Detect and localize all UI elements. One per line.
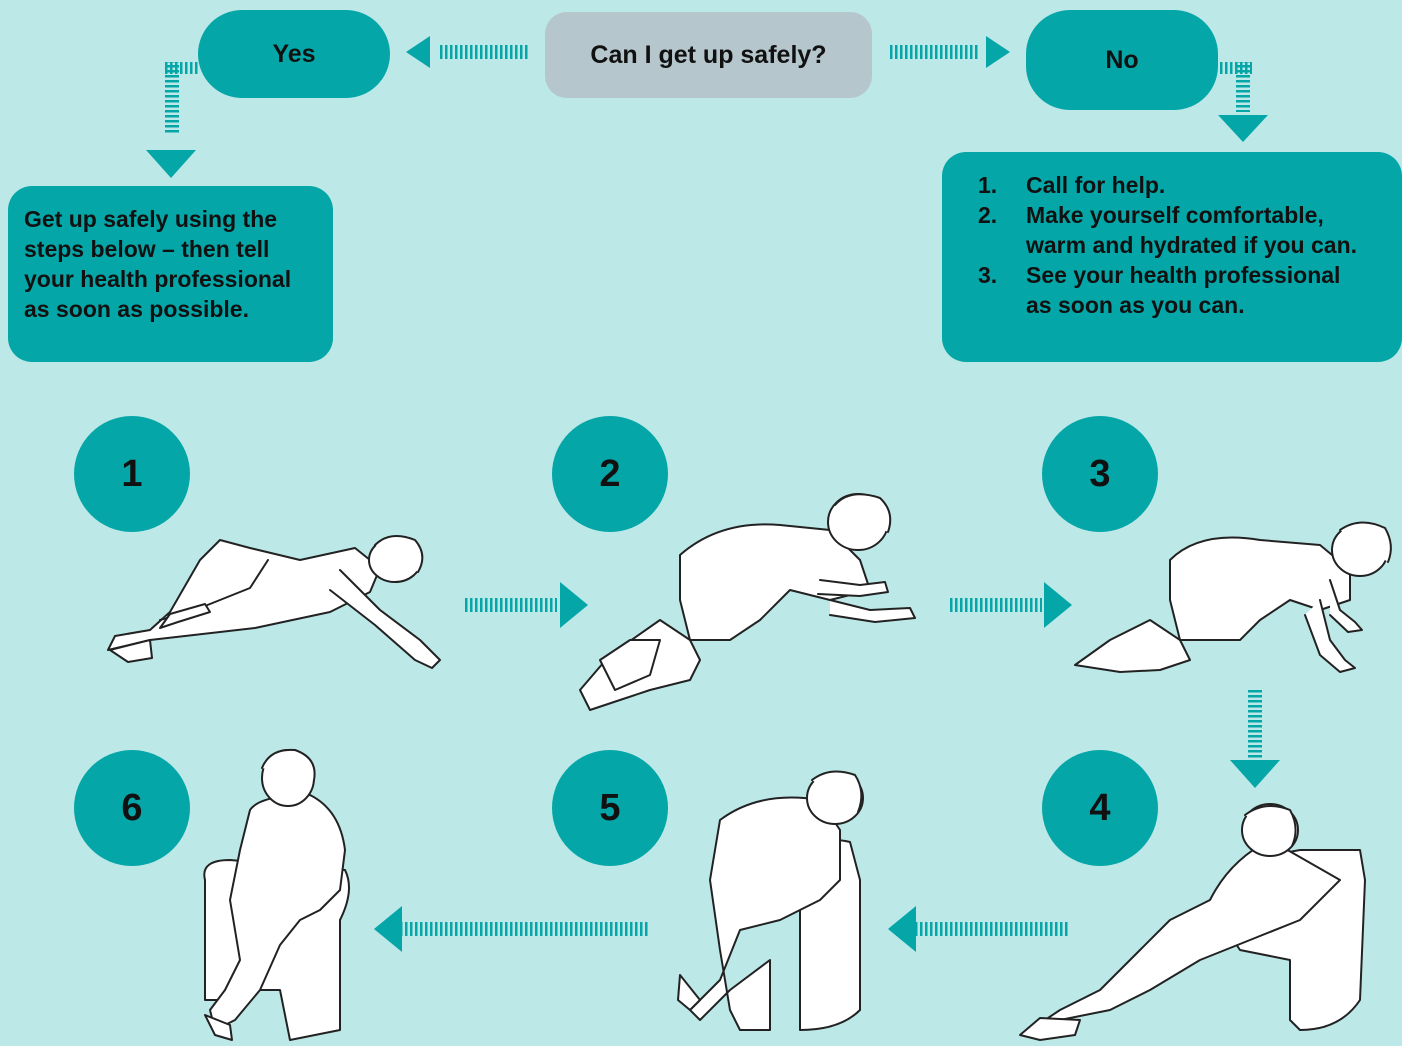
no-item-1-num: 1. [978, 170, 1026, 200]
no-item-3-num: 3. [978, 260, 1026, 320]
yes-label: Yes [272, 40, 315, 69]
step-2-number: 2 [599, 453, 620, 496]
no-item-3-line-2: as soon as you can. [1026, 290, 1340, 320]
arrow-yes-down [146, 62, 199, 178]
step-2-circle: 2 [552, 416, 668, 532]
yes-instructions-panel: Get up safely using the steps below – th… [8, 186, 333, 362]
step-5-number: 5 [599, 787, 620, 830]
yes-line-2: steps below – then tell [24, 234, 317, 264]
step-1-number: 1 [121, 453, 142, 496]
figure-hands-and-knees [1075, 522, 1391, 672]
arrow-step4-to-5 [888, 906, 1070, 952]
step-4-number: 4 [1089, 787, 1110, 830]
yes-line-1: Get up safely using the [24, 204, 317, 234]
no-instructions-panel: 1. Call for help. 2. Make yourself comfo… [942, 152, 1402, 362]
no-item-1-line-1: Call for help. [1026, 172, 1165, 198]
step-1-circle: 1 [74, 416, 190, 532]
no-item-1: 1. Call for help. [978, 170, 1402, 200]
no-item-2-line-1: Make yourself comfortable, [1026, 200, 1357, 230]
question-text: Can I get up safely? [590, 41, 826, 70]
step-6-circle: 6 [74, 750, 190, 866]
no-item-2-num: 2. [978, 200, 1026, 260]
arrow-step2-to-3 [948, 582, 1072, 628]
no-item-2-line-2: warm and hydrated if you can. [1026, 230, 1357, 260]
arrow-step1-to-2 [465, 582, 588, 628]
yes-pill: Yes [198, 10, 390, 98]
arrow-step3-to-4 [1230, 688, 1280, 788]
arrow-to-no [888, 36, 1010, 68]
step-5-circle: 5 [552, 750, 668, 866]
no-item-3: 3. See your health professional as soon … [978, 260, 1402, 320]
question-box: Can I get up safely? [545, 12, 872, 98]
arrow-to-yes [406, 36, 530, 68]
step-3-number: 3 [1089, 453, 1110, 496]
yes-line-4: as soon as possible. [24, 294, 317, 324]
yes-line-3: your health professional [24, 264, 317, 294]
step-3-circle: 3 [1042, 416, 1158, 532]
figure-getting-up [678, 771, 863, 1030]
arrow-step5-to-6 [374, 906, 650, 952]
arrow-no-down [1218, 62, 1268, 142]
no-item-2: 2. Make yourself comfortable, warm and h… [978, 200, 1402, 260]
step-4-circle: 4 [1042, 750, 1158, 866]
no-pill: No [1026, 10, 1218, 110]
figure-sitting [204, 750, 349, 1040]
figure-lying-on-side [108, 536, 440, 668]
step-6-number: 6 [121, 787, 142, 830]
no-label: No [1105, 46, 1138, 75]
no-item-3-line-1: See your health professional [1026, 260, 1340, 290]
